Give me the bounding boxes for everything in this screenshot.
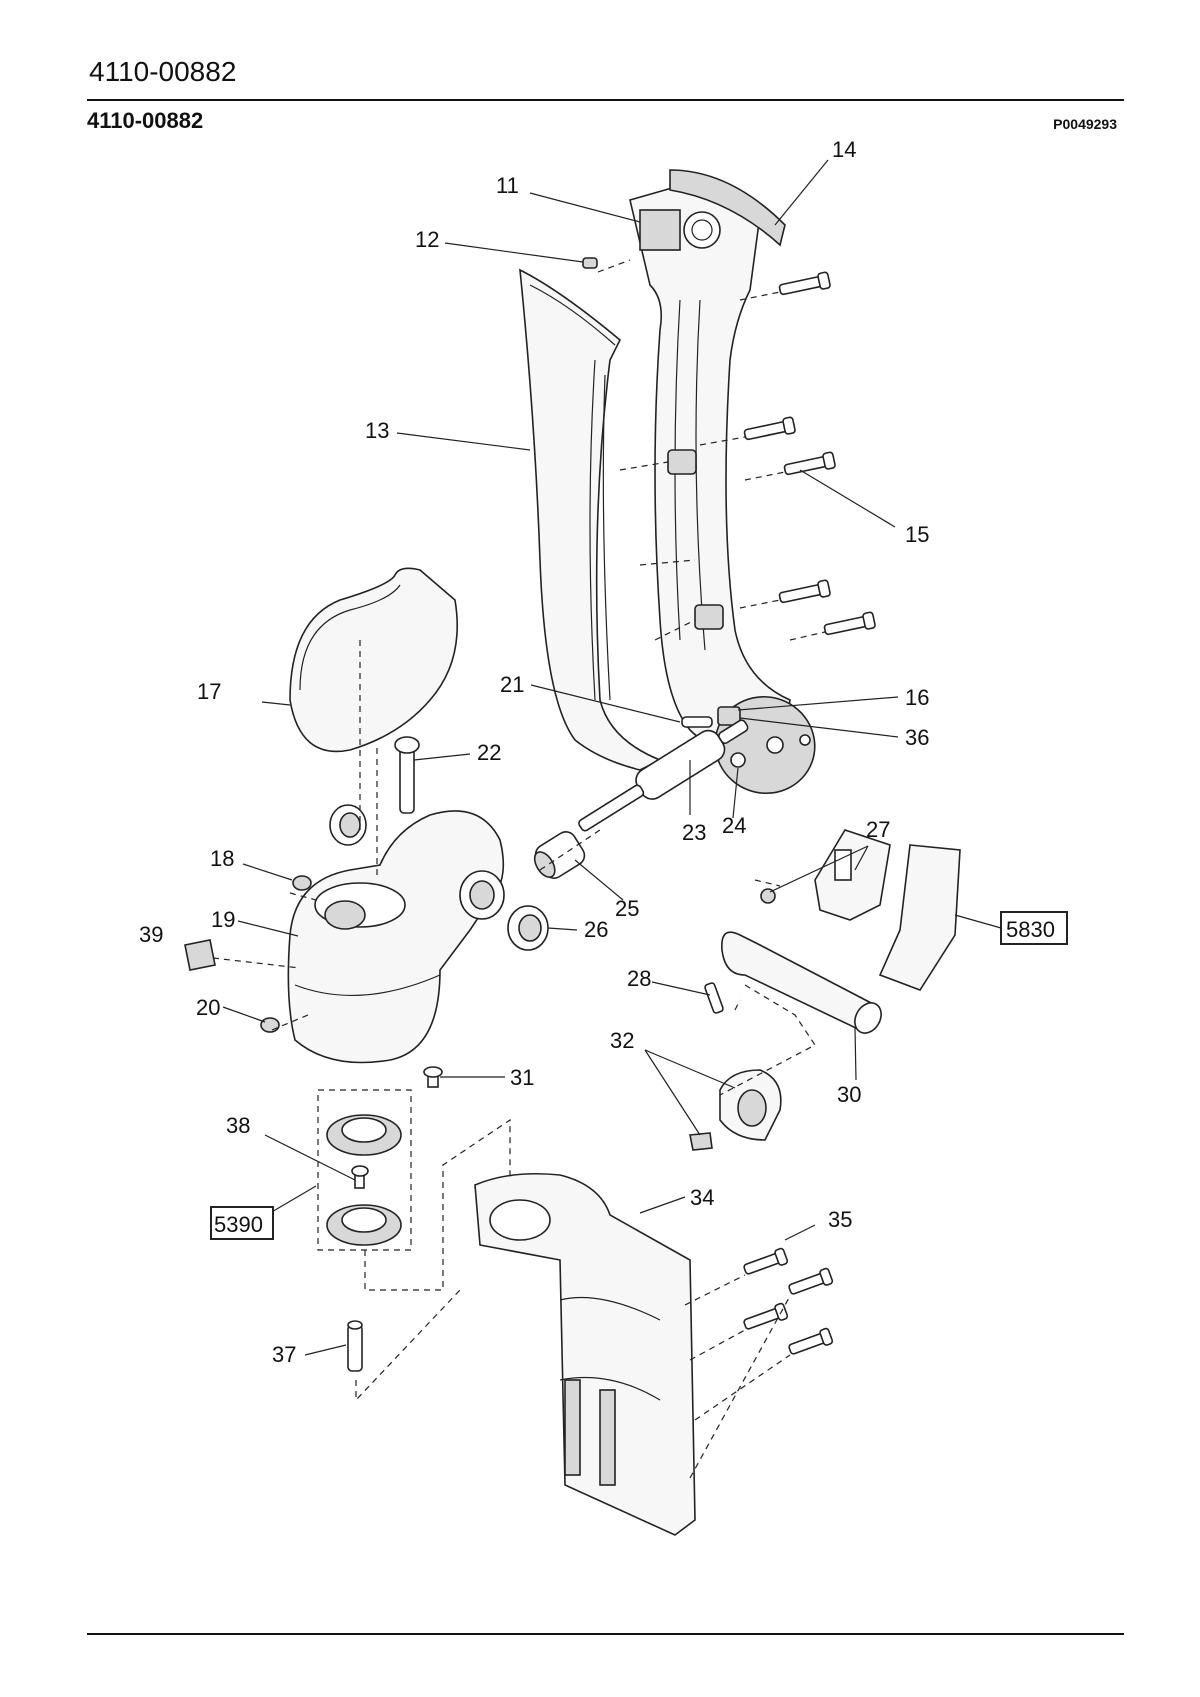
part-15-bolts bbox=[699, 271, 876, 641]
callout-37: 37 bbox=[272, 1342, 296, 1367]
callout-20: 20 bbox=[196, 995, 220, 1020]
part-39-label-plate bbox=[184, 939, 216, 971]
callout-25: 25 bbox=[615, 896, 639, 921]
part-36-spring bbox=[717, 706, 741, 726]
boxed-ref-5830: 5830 bbox=[1000, 911, 1068, 945]
boxed-ref-5390: 5390 bbox=[210, 1206, 274, 1240]
callout-27: 27 bbox=[866, 817, 890, 842]
part-20-screw bbox=[260, 1017, 280, 1033]
part-11-column-body bbox=[629, 179, 791, 761]
part-21-pin bbox=[681, 716, 713, 728]
callout-24: 24 bbox=[722, 813, 746, 838]
part-12-screw bbox=[582, 257, 598, 269]
callout-36: 36 bbox=[905, 725, 929, 750]
callout-labels: 11 12 13 14 15 16 17 18 19 20 21 22 23 2… bbox=[139, 137, 929, 1367]
part-34-base-housing bbox=[474, 1173, 696, 1536]
part-27-handle-latch bbox=[760, 829, 961, 991]
callout-30: 30 bbox=[837, 1082, 861, 1107]
callout-26: 26 bbox=[584, 917, 608, 942]
part-37-pin bbox=[347, 1320, 363, 1372]
part-24-nut bbox=[730, 752, 746, 768]
part-32-clamp bbox=[689, 1069, 782, 1151]
part-ring-left bbox=[329, 804, 367, 846]
footer-rule bbox=[87, 1633, 1124, 1635]
callout-19: 19 bbox=[211, 907, 235, 932]
callout-21: 21 bbox=[500, 672, 524, 697]
callout-11: 11 bbox=[496, 173, 519, 198]
part-18-screw bbox=[292, 875, 312, 891]
part-30-tube bbox=[721, 931, 882, 1034]
ref-5390-label: 5390 bbox=[214, 1212, 263, 1237]
part-26-washer bbox=[507, 905, 549, 951]
callout-38: 38 bbox=[226, 1113, 250, 1138]
ref-5830-label: 5830 bbox=[1006, 917, 1055, 942]
callout-18: 18 bbox=[210, 846, 234, 871]
callout-12: 12 bbox=[415, 227, 439, 252]
callout-39: 39 bbox=[139, 922, 163, 947]
callout-14: 14 bbox=[832, 137, 856, 162]
callout-28: 28 bbox=[627, 966, 651, 991]
part-28-pin bbox=[704, 982, 724, 1014]
leader-lines bbox=[222, 159, 1002, 1356]
part-38-screw bbox=[351, 1165, 369, 1189]
document-title: 4110-00882 bbox=[89, 56, 237, 87]
drawing-id: P0049293 bbox=[1053, 116, 1117, 132]
diagram-subtitle: 4110-00882 bbox=[87, 108, 204, 133]
callout-23: 23 bbox=[682, 820, 706, 845]
assembly-dashed-lines bbox=[212, 259, 816, 1479]
callout-22: 22 bbox=[477, 740, 501, 765]
part-19-pivot-housing bbox=[287, 810, 505, 1064]
part-22-bolt bbox=[394, 736, 420, 814]
callout-15: 15 bbox=[905, 522, 929, 547]
header-rule bbox=[87, 99, 1124, 101]
part-35-bolts bbox=[743, 1247, 834, 1355]
callout-31: 31 bbox=[510, 1065, 534, 1090]
part-25-bushing bbox=[533, 831, 586, 879]
callout-34: 34 bbox=[690, 1185, 714, 1210]
callout-13: 13 bbox=[365, 418, 389, 443]
part-14-top-cap bbox=[669, 169, 786, 247]
callout-16: 16 bbox=[905, 685, 929, 710]
callout-35: 35 bbox=[828, 1207, 852, 1232]
part-31-screw bbox=[423, 1066, 443, 1088]
part-13-front-cover bbox=[519, 268, 662, 771]
assembly-5390-discs bbox=[317, 1089, 412, 1251]
part-17-seat-cover bbox=[289, 567, 458, 753]
part-23-gas-strut bbox=[578, 719, 749, 832]
callout-32: 32 bbox=[610, 1028, 634, 1053]
callout-17: 17 bbox=[197, 679, 221, 704]
